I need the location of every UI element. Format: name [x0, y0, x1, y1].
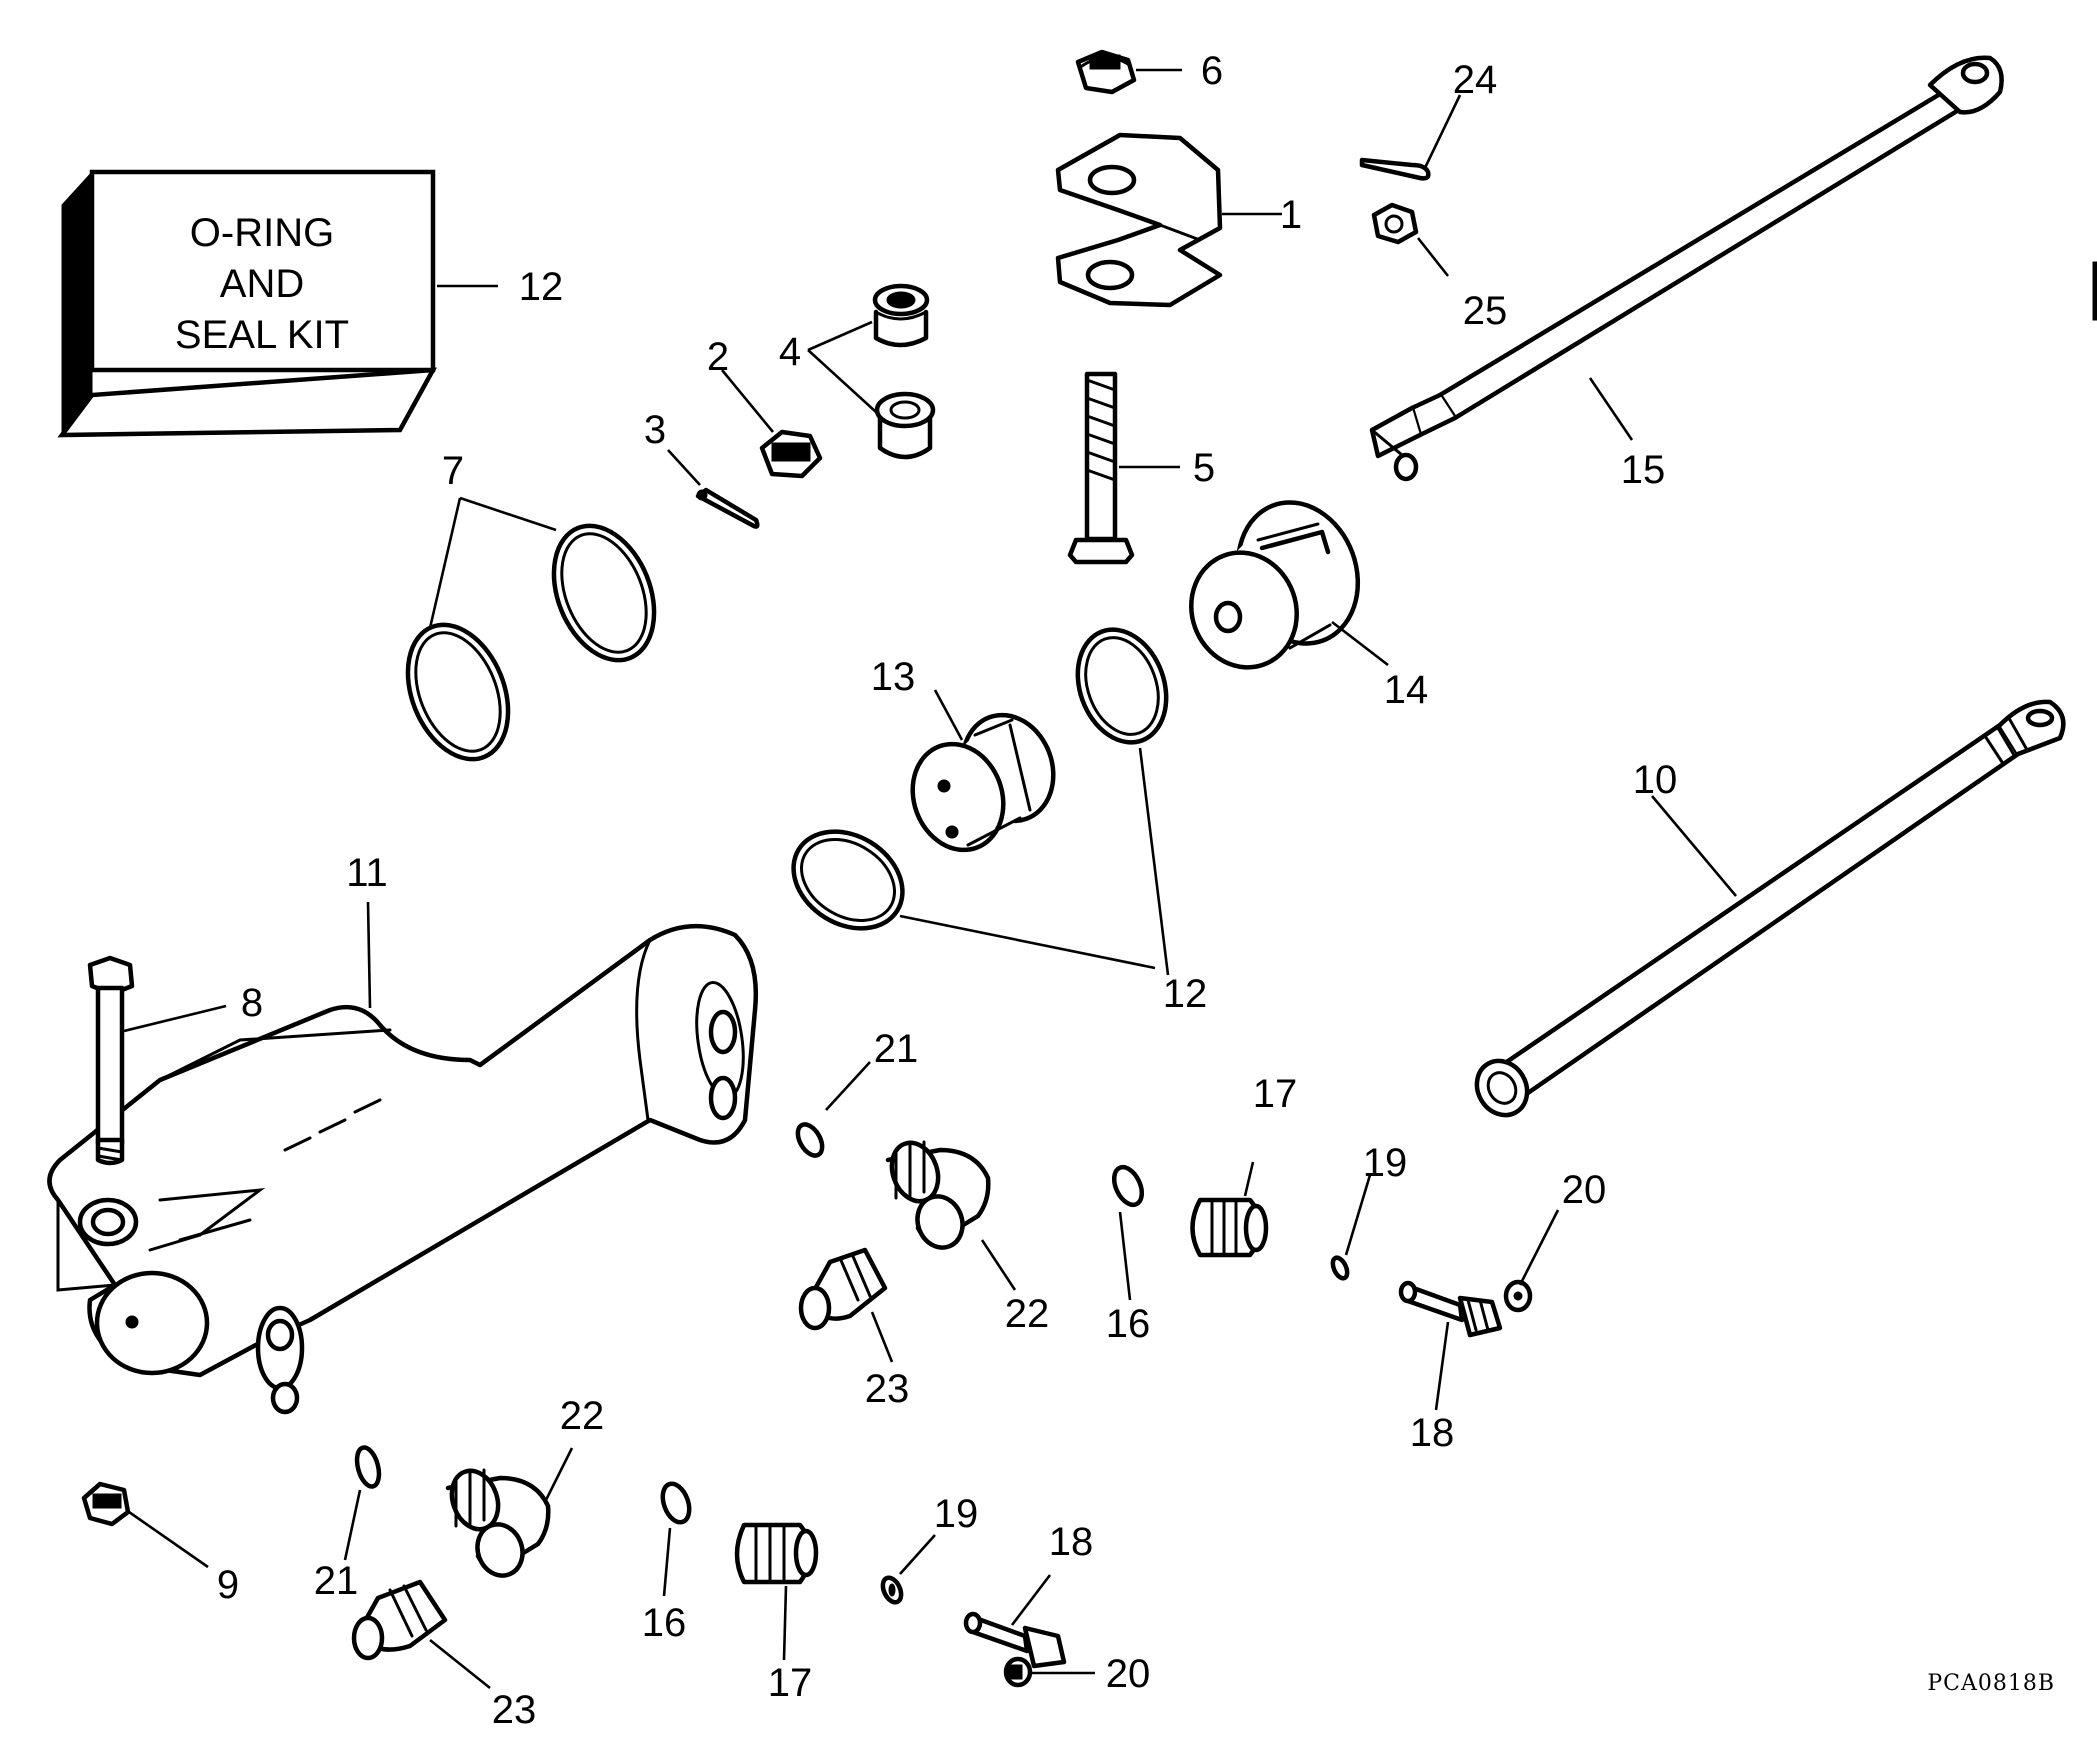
part-20-cap-lower	[1003, 1656, 1033, 1688]
callout-23-upper: 23	[865, 1367, 910, 1411]
part-17-fitting-upper	[1190, 1197, 1269, 1258]
callout-2: 2	[707, 335, 729, 379]
callout-16-upper: 16	[1106, 1302, 1151, 1346]
part-10-piston-rod	[1474, 699, 2066, 1118]
part-12-o-ring-lower	[791, 829, 905, 931]
callout-21-lower: 21	[314, 1559, 359, 1603]
kit-label-line-1: O-RING	[190, 211, 334, 255]
callout-14: 14	[1384, 668, 1429, 712]
part-21-washer-upper	[795, 1122, 825, 1158]
part-25-nut	[1371, 202, 1419, 245]
part-18-bleed-valve-upper	[1398, 1280, 1503, 1338]
callout-1: 1	[1280, 193, 1302, 237]
callout-12-kit: 12	[519, 265, 564, 309]
part-22-elbow-lower	[445, 1468, 551, 1578]
callout-22-upper: 22	[1005, 1292, 1050, 1336]
callout-19-upper: 19	[1363, 1141, 1408, 1185]
callout-20-upper: 20	[1562, 1168, 1607, 1212]
callout-24: 24	[1453, 58, 1498, 102]
part-7-o-rings	[405, 523, 657, 762]
part-19-washer-lower	[880, 1575, 904, 1605]
callout-20-lower: 20	[1106, 1652, 1151, 1696]
callout-3: 3	[644, 408, 666, 452]
part-4-bushings	[872, 283, 936, 460]
callout-4: 4	[779, 330, 801, 374]
callout-6: 6	[1201, 49, 1223, 93]
part-21-washer-lower	[354, 1445, 382, 1489]
part-12-o-ring-upper	[1075, 627, 1169, 745]
callout-17-upper: 17	[1253, 1072, 1298, 1116]
part-9-nut	[81, 1481, 131, 1527]
callout-19-lower: 19	[934, 1492, 979, 1536]
callout-15: 15	[1621, 448, 1666, 492]
kit-label-line-3: SEAL KIT	[175, 313, 349, 357]
part-5-bolt	[1067, 371, 1135, 565]
seal-kit-box: O-RING AND SEAL KIT	[57, 169, 437, 438]
part-11-cylinder-housing	[47, 923, 759, 1415]
part-8-bolt	[87, 955, 135, 1166]
kit-label-line-2: AND	[220, 262, 304, 306]
part-24-cotter-pin	[1359, 157, 1431, 181]
part-16-washer-upper	[1111, 1164, 1145, 1208]
callout-8: 8	[241, 981, 263, 1025]
part-23-fitting-upper	[798, 1247, 888, 1331]
part-17-fitting-lower	[734, 1522, 819, 1585]
part-18-bleed-valve-lower	[963, 1611, 1067, 1669]
part-20-cap-upper	[1503, 1279, 1533, 1313]
part-3-cotter-pin	[695, 487, 760, 529]
part-6-nut	[1075, 49, 1137, 95]
callout-18-upper: 18	[1410, 1411, 1455, 1455]
callout-9: 9	[217, 1563, 239, 1607]
part-19-washer-upper	[1330, 1255, 1350, 1281]
callout-12-rings: 12	[1163, 972, 1208, 1016]
callout-21-upper: 21	[874, 1027, 919, 1071]
callout-7: 7	[442, 449, 464, 493]
part-2-nut	[759, 429, 823, 479]
callout-22-lower: 22	[560, 1394, 605, 1438]
callout-18-lower: 18	[1049, 1520, 1094, 1564]
part-14-piston	[1189, 500, 1361, 670]
part-16-washer-lower	[660, 1481, 692, 1525]
callout-5: 5	[1193, 446, 1215, 490]
callout-11: 11	[346, 851, 388, 895]
part-13-piston	[910, 712, 1056, 853]
callout-16-lower: 16	[642, 1601, 687, 1645]
part-23-fitting-lower	[351, 1579, 448, 1661]
callout-25: 25	[1463, 289, 1508, 333]
part-15-tie-rod	[1369, 55, 2004, 482]
figure-code: PCA0818B	[1927, 1671, 2055, 1696]
callout-13: 13	[871, 655, 916, 699]
callout-23-lower: 23	[492, 1688, 537, 1732]
part-1-bracket	[1055, 132, 1223, 308]
part-22-elbow-upper	[885, 1140, 991, 1250]
callout-10: 10	[1633, 758, 1678, 802]
callout-17-lower: 17	[768, 1661, 813, 1705]
